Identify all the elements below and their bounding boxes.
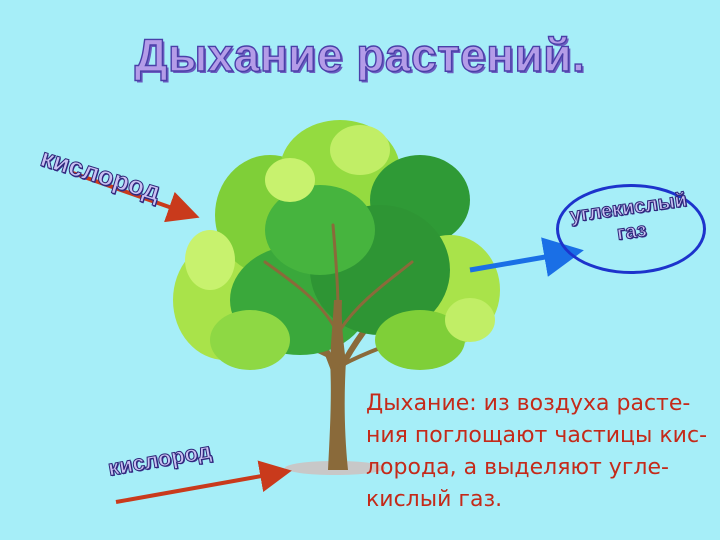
oxygen-arrow-top <box>69 170 200 223</box>
oxygen-arrow-bottom <box>115 460 292 504</box>
tree-canopy <box>173 120 500 370</box>
carbon-dioxide-arrow <box>469 237 584 277</box>
tree-trunk <box>328 360 348 470</box>
respiration-description: Дыхание: из воздуха расте-ния поглощают … <box>366 391 708 512</box>
tree-icon <box>173 120 500 475</box>
slide-title: Дыхание растений. <box>134 28 586 81</box>
carbon-dioxide-oval <box>556 184 706 274</box>
